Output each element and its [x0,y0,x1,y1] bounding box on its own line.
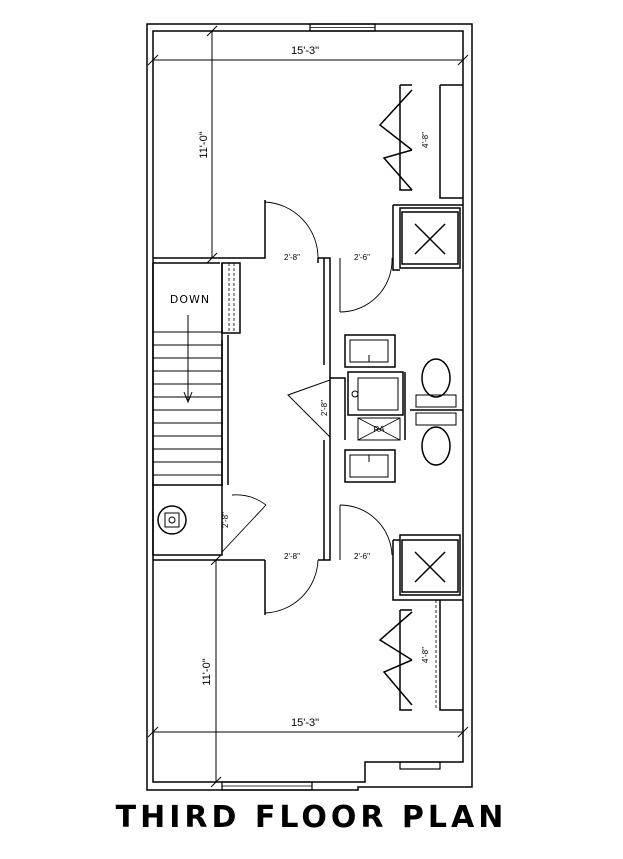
wall-closet-top [399,84,412,191]
toilet-top [421,358,451,398]
closet-door-top [378,89,413,191]
return-air-grille [357,417,401,441]
dim-door-center: 2'-8" [320,400,329,416]
dim-bottom-depth: 11'-0" [201,658,213,685]
toilet-bottom [421,426,451,466]
wall-bottom-bedroom-right [318,440,331,561]
wall-closet-bottom [399,609,412,711]
vanity-bottom [344,449,396,483]
stair-down-label: DOWN [170,293,210,306]
wall-center-closet [329,365,346,440]
return-air-label: RA [373,425,385,434]
dim-door-top-right: 2'-6" [354,253,370,262]
wall-utility [152,485,223,556]
plan-title: THIRD FLOOR PLAN [115,800,508,835]
dim-top-width: 15'-3" [291,45,319,57]
window-bottom-right [399,761,441,770]
vanity-top [344,334,396,368]
closet-door-bottom [378,611,413,706]
dim-bottom-width: 15'-3" [291,717,319,729]
dim-door-bottom-right: 2'-6" [354,552,370,561]
wall-top-bedroom-right [318,257,331,365]
dim-closet-bottom: 4'-8" [421,647,430,663]
dim-top-depth: 11'-0" [198,131,210,158]
washer-dryer [347,371,404,416]
exterior-wall-outer [146,23,473,791]
dim-door-bottom-left: 2'-8" [284,552,300,561]
wall-bath-top [392,204,463,271]
water-heater [157,505,187,535]
exterior-wall-inner [152,30,464,783]
shower-bottom [401,539,459,593]
wall-top-bedroom-bottom [153,200,266,259]
dim-closet-top: 4'-8" [421,132,430,148]
shower-top [401,211,459,265]
dim-door-utility: 2'-8" [221,512,230,528]
dim-door-top-left: 2'-8" [284,253,300,262]
door-center [287,379,331,438]
